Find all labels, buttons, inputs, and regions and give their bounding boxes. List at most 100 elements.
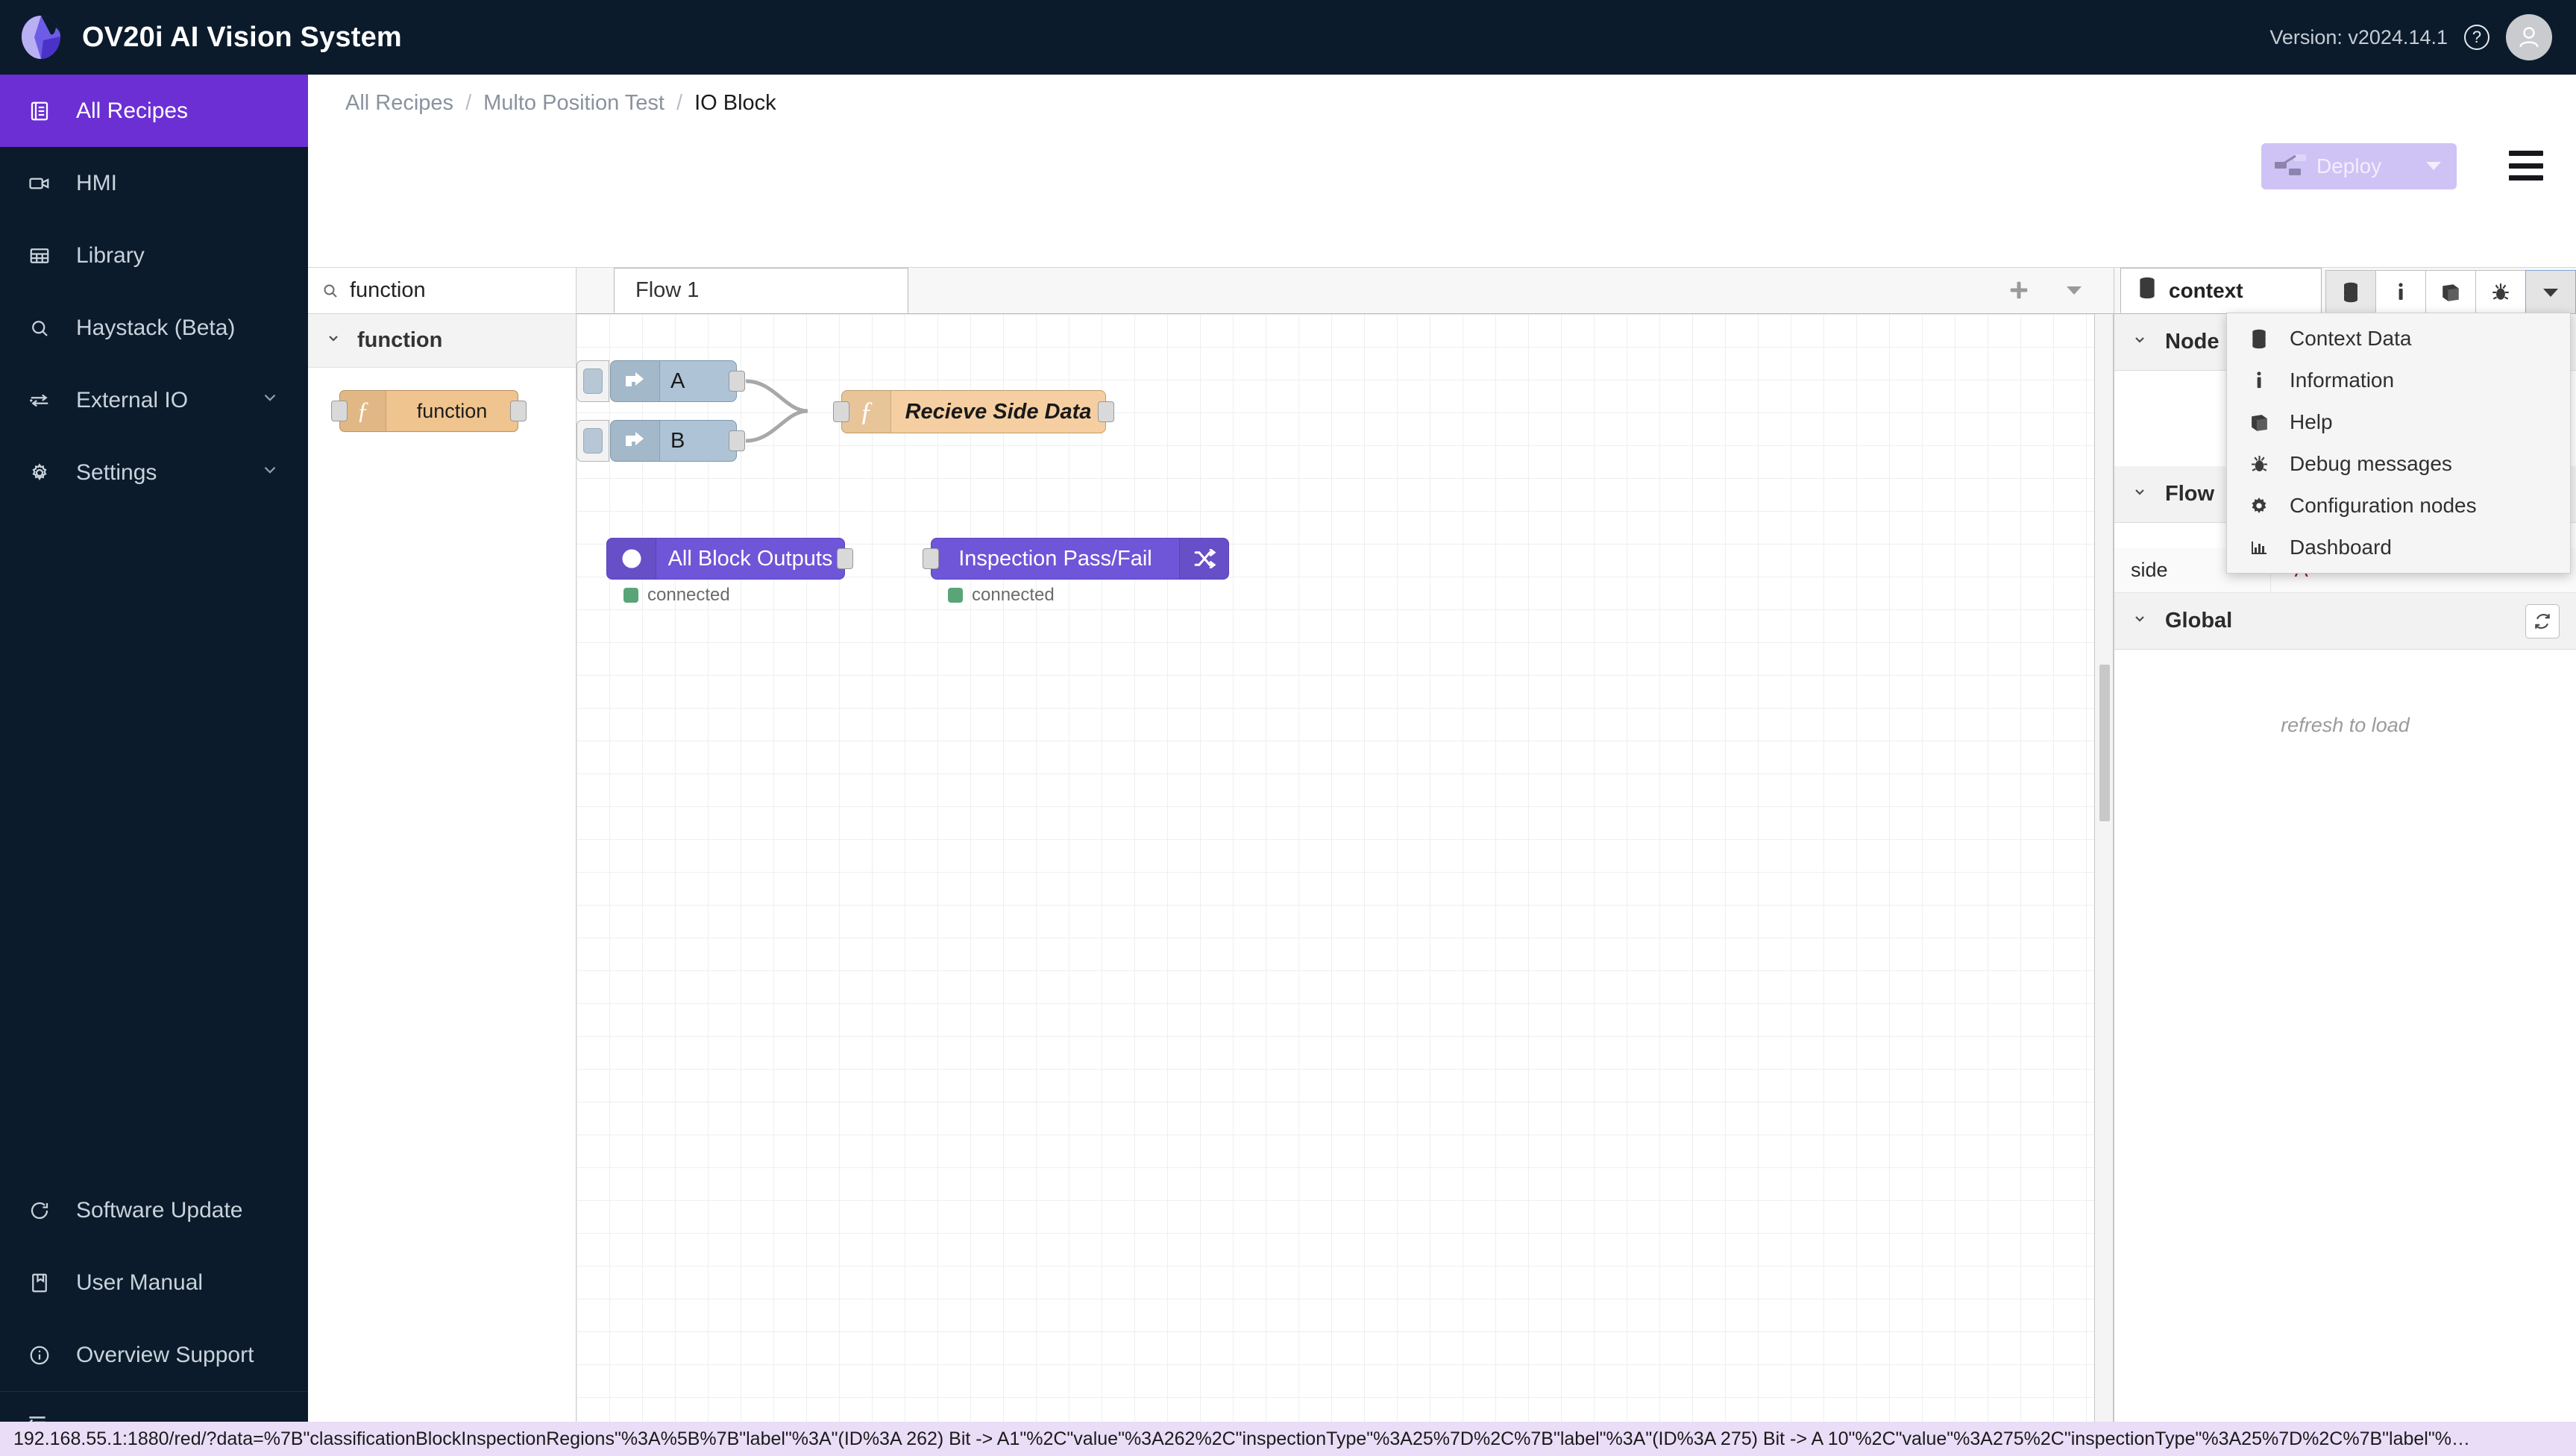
search-icon <box>25 314 54 342</box>
node-output-port[interactable] <box>729 371 745 392</box>
sidebar-item-label: Settings <box>76 459 157 485</box>
chevron-down-icon <box>2131 482 2149 506</box>
monitor-icon <box>25 169 54 198</box>
palette-group-function[interactable]: function <box>308 314 576 368</box>
palette-node-function[interactable]: ƒ function <box>331 390 527 432</box>
deploy-button[interactable]: Deploy <box>2261 143 2457 189</box>
function-f-icon: ƒ <box>842 391 891 433</box>
action-bar: Deploy <box>308 131 2576 198</box>
version-label: Version: v2024.14.1 <box>2269 25 2448 48</box>
node-status-label: connected <box>647 585 730 605</box>
chevron-down-icon[interactable] <box>260 460 280 486</box>
question-circle-icon[interactable]: ? <box>2464 25 2489 50</box>
palette-node-label: function <box>416 399 488 422</box>
sidebar-item-settings[interactable]: Settings <box>0 436 308 509</box>
palette-group-label: function <box>357 328 443 352</box>
search-icon <box>321 282 339 300</box>
node-output-port[interactable] <box>510 401 527 421</box>
sidebar-item-hmi[interactable]: HMI <box>0 147 308 219</box>
sidebar-item-external-io[interactable]: External IO <box>0 364 308 436</box>
menu-item-dashboard[interactable]: Dashboard <box>2227 527 2570 568</box>
right-sidebar: context <box>2114 268 2576 1456</box>
ov20i-logo-icon <box>21 15 61 60</box>
sidebar-item-label: External IO <box>76 387 189 412</box>
sidebar-item-label: All Recipes <box>76 98 189 123</box>
scrollbar-thumb[interactable] <box>2099 665 2110 821</box>
left-sidebar: All Recipes HMI Library <box>0 75 308 1456</box>
section-title: Global <box>2165 609 2233 633</box>
user-avatar-icon[interactable] <box>2506 14 2552 60</box>
flow-node-recieve-side-data[interactable]: ƒ Recieve Side Data <box>833 390 1114 433</box>
caret-down-icon[interactable] <box>2424 154 2443 178</box>
canvas-vertical-scrollbar[interactable] <box>2094 314 2114 1456</box>
node-input-port[interactable] <box>331 401 348 421</box>
help-icon[interactable] <box>2425 270 2476 313</box>
section-header-global[interactable]: Global <box>2114 593 2576 650</box>
node-input-port[interactable] <box>923 548 939 569</box>
flow-node-b[interactable]: B <box>577 420 745 462</box>
breadcrumb-item-io-block: IO Block <box>694 90 776 115</box>
flow-canvas[interactable]: A B ƒ <box>577 314 2114 1456</box>
tab-context[interactable]: context <box>2120 268 2322 313</box>
menu-item-information[interactable]: Information <box>2227 360 2570 401</box>
breadcrumb-item-all-recipes[interactable]: All Recipes <box>345 90 454 115</box>
plus-icon[interactable] <box>2008 279 2030 301</box>
info-circle-icon <box>25 1341 54 1369</box>
node-output-port[interactable] <box>837 548 853 569</box>
menu-item-label: Debug messages <box>2290 452 2452 475</box>
flow-node-a[interactable]: A <box>577 360 745 402</box>
node-enable-button[interactable] <box>577 360 609 402</box>
menu-item-label: Configuration nodes <box>2290 494 2477 517</box>
breadcrumb: All Recipes / Multo Position Test / IO B… <box>308 75 2576 131</box>
node-output-port[interactable] <box>1098 401 1114 422</box>
shuffle-icon <box>1179 539 1228 579</box>
chevron-down-icon <box>2131 609 2149 633</box>
menu-item-configuration-nodes[interactable]: Configuration nodes <box>2227 485 2570 527</box>
menu-item-help[interactable]: Help <box>2227 401 2570 443</box>
gear-icon <box>25 459 54 487</box>
right-sidebar-tabs: context <box>2114 268 2576 314</box>
context-data-icon[interactable] <box>2325 270 2376 313</box>
menu-item-debug-messages[interactable]: Debug messages <box>2227 443 2570 485</box>
chevron-down-icon[interactable] <box>260 388 280 413</box>
caret-down-icon[interactable] <box>2064 283 2084 298</box>
breadcrumb-separator: / <box>676 90 683 115</box>
sidebar-item-user-manual[interactable]: User Manual <box>0 1246 308 1319</box>
sidebar-item-overview-support[interactable]: Overview Support <box>0 1319 308 1391</box>
tab-bar-actions <box>2008 267 2114 313</box>
header-actions: Version: v2024.14.1 ? <box>2269 14 2576 60</box>
app-title: OV20i AI Vision System <box>82 21 402 53</box>
palette-search-bar: ✕ <box>308 268 663 314</box>
hamburger-menu-icon[interactable] <box>2509 151 2543 181</box>
deploy-chart-icon <box>2275 153 2306 181</box>
top-header: OV20i AI Vision System Version: v2024.14… <box>0 0 2576 75</box>
refresh-icon[interactable] <box>2525 603 2560 638</box>
flow-node-label: Recieve Side Data <box>905 399 1092 424</box>
info-i-icon <box>2248 371 2270 391</box>
information-icon[interactable] <box>2375 270 2426 313</box>
more-menu-icon[interactable] <box>2525 270 2576 313</box>
tab-flow-1[interactable]: Flow 1 <box>614 268 908 313</box>
book-icon <box>2248 413 2270 432</box>
sidebar-item-label: Overview Support <box>76 1342 254 1367</box>
node-output-port[interactable] <box>729 430 745 451</box>
section-body-global: refresh to load <box>2114 650 2576 801</box>
node-input-port[interactable] <box>833 401 849 422</box>
sidebar-item-haystack[interactable]: Haystack (Beta) <box>0 292 308 364</box>
sidebar-item-label: Haystack (Beta) <box>76 315 236 340</box>
sidebar-item-all-recipes[interactable]: All Recipes <box>0 75 308 147</box>
menu-item-label: Help <box>2290 410 2333 433</box>
debug-icon[interactable] <box>2475 270 2526 313</box>
flow-node-all-block-outputs[interactable]: All Block Outputs connected <box>606 538 853 605</box>
breadcrumb-item-multo-position-test[interactable]: Multo Position Test <box>483 90 665 115</box>
node-enable-button[interactable] <box>577 420 609 462</box>
flow-node-label: A <box>670 368 685 393</box>
menu-item-context-data[interactable]: Context Data <box>2227 318 2570 360</box>
sidebar-item-library[interactable]: Library <box>0 219 308 292</box>
sidebar-spacer <box>0 509 308 1174</box>
sidebar-item-software-update[interactable]: Software Update <box>0 1174 308 1246</box>
flow-node-inspection-pass-fail[interactable]: Inspection Pass/Fail connected <box>923 538 1229 605</box>
sidebar-dropdown-menu: Context Data Information Help <box>2226 313 2571 574</box>
global-empty-text: refresh to load <box>2281 714 2410 736</box>
status-dot-icon <box>623 588 638 603</box>
